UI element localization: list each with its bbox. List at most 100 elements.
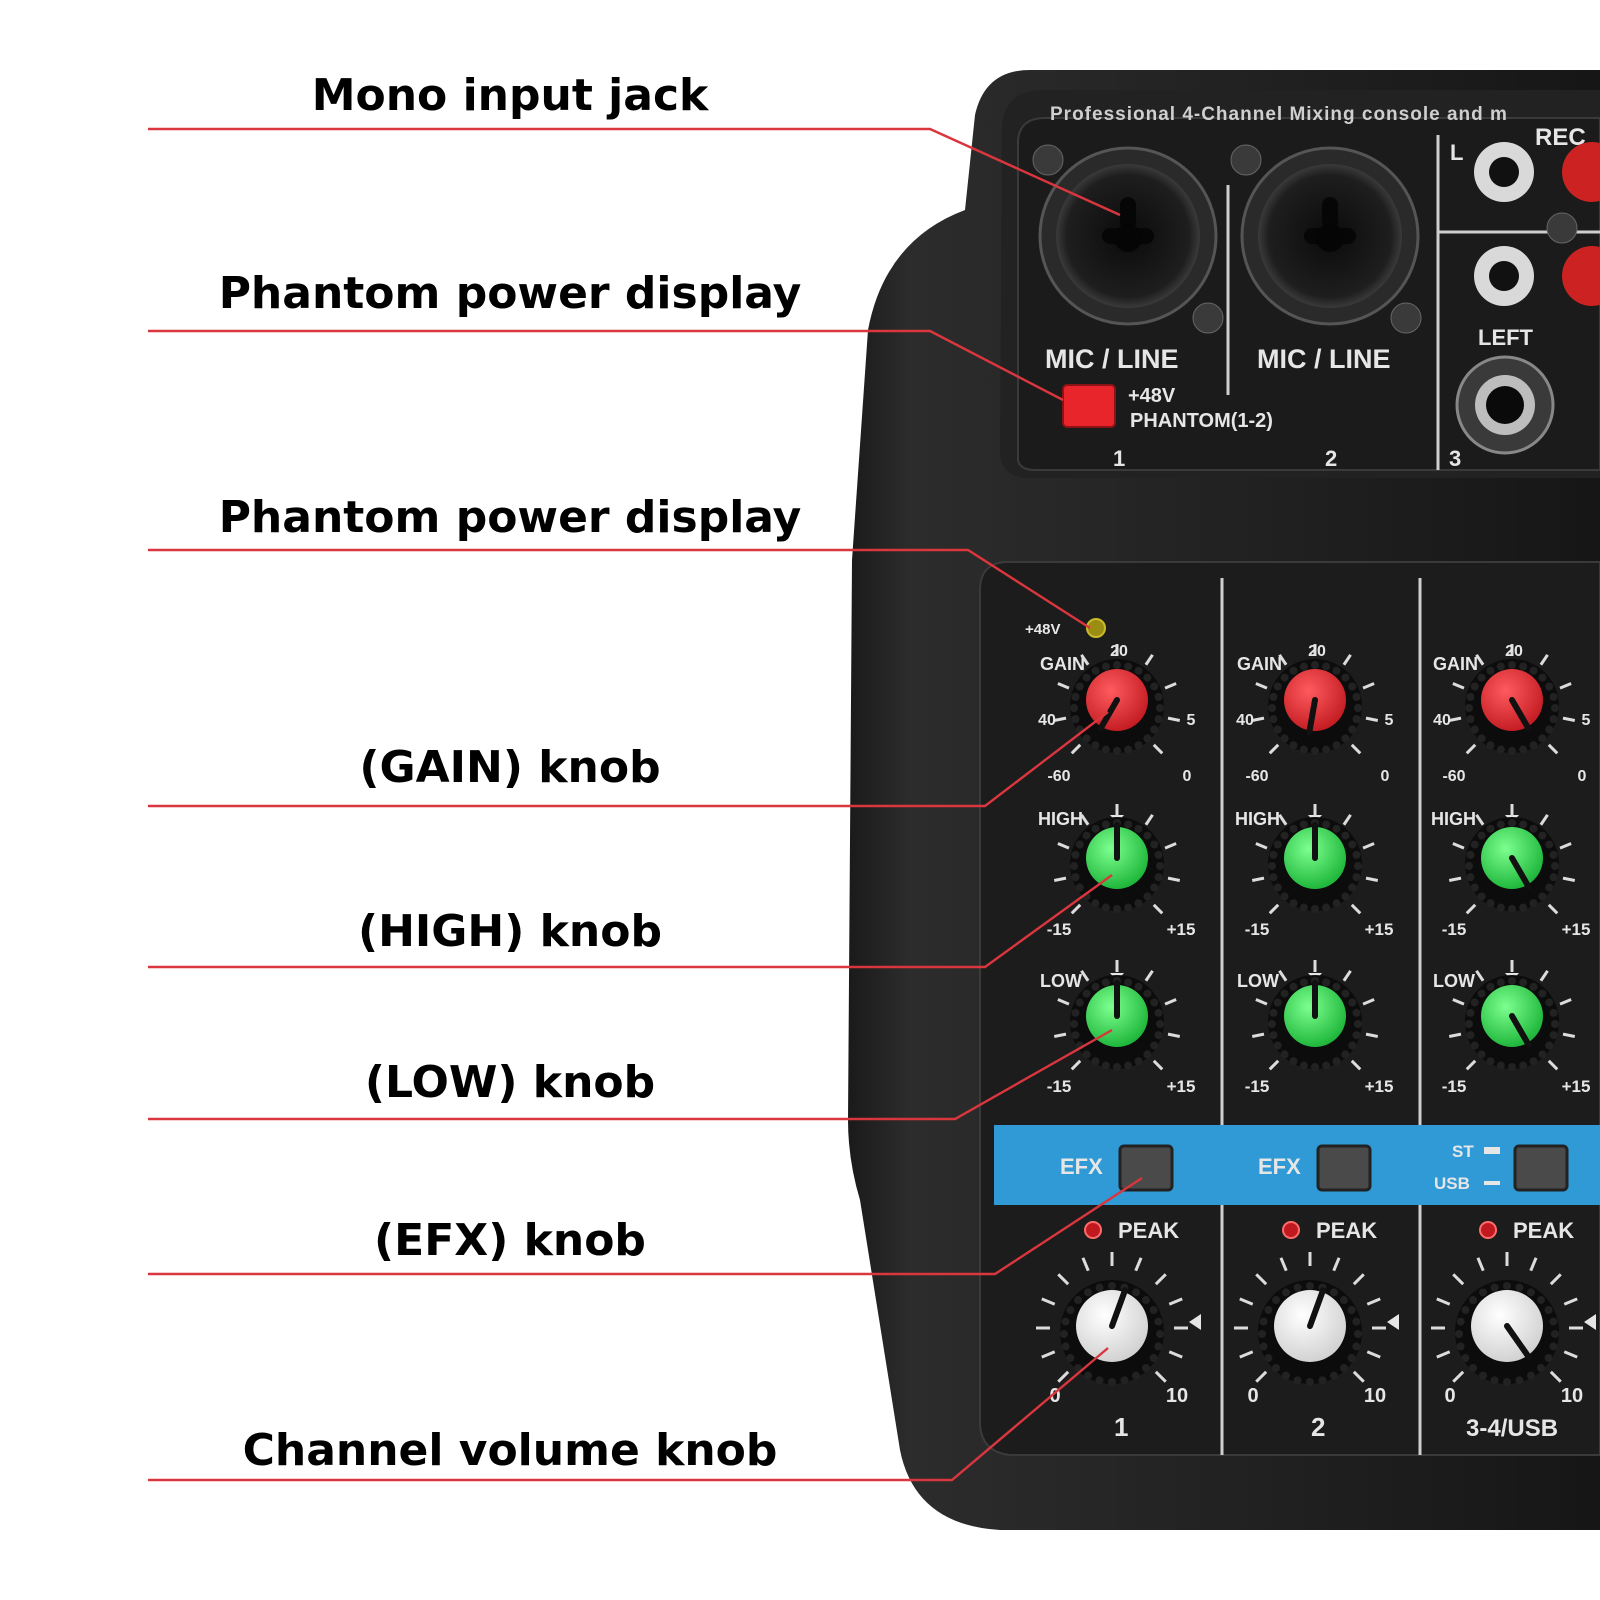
- screw-icon: [1390, 302, 1422, 334]
- high-knob-3[interactable]: [1465, 817, 1559, 913]
- volume-scale-ticks: [1234, 1252, 1386, 1383]
- efx-button-1[interactable]: [1118, 1144, 1174, 1192]
- channel-number: 1: [1114, 1412, 1128, 1442]
- high-scale-ticks: [1251, 804, 1379, 915]
- low-knob-1[interactable]: [1070, 975, 1164, 1071]
- peak-label: PEAK: [1316, 1218, 1377, 1243]
- channel-number: 3-4/USB: [1466, 1415, 1558, 1442]
- unity-marker-icon: [1584, 1314, 1596, 1330]
- xlr-combo-jack-1[interactable]: [1038, 146, 1218, 326]
- leader-channel-volume-knob: [148, 1347, 1109, 1482]
- input-section: MIC / LINE MIC / LINE +48V PHANTOM(1-2) …: [1032, 124, 1600, 471]
- leader-efx-button: [148, 1176, 1143, 1276]
- callout-phantom-power-display: Phantom power display: [219, 268, 802, 319]
- gain-label: GAIN: [1433, 654, 1478, 674]
- rca-jack-rec-right[interactable]: [1562, 142, 1600, 202]
- high-label: HIGH: [1431, 809, 1476, 829]
- screw-icon: [1032, 144, 1064, 176]
- peak-label: PEAK: [1118, 1218, 1179, 1243]
- phantom-voltage-label: +48V: [1128, 385, 1176, 407]
- gain-scale-right: 5: [1385, 712, 1394, 729]
- gain-knob-2[interactable]: [1268, 659, 1362, 755]
- volume-scale-ticks: [1036, 1252, 1188, 1383]
- high-scale-min: -15: [1047, 920, 1072, 939]
- gain-scale-bottom-left: -60: [1245, 768, 1268, 785]
- leader-phantom-power-led: [148, 548, 1091, 630]
- gain-knob-1[interactable]: [1070, 659, 1164, 755]
- gain-scale-ticks: [1251, 644, 1379, 755]
- volume-scale-ticks: [1431, 1252, 1583, 1383]
- phantom-power-led: [1086, 618, 1106, 638]
- input-number-3: 3: [1449, 446, 1461, 471]
- phantom-power-button[interactable]: [1062, 384, 1116, 428]
- gain-scale-bottom-right: 0: [1381, 768, 1390, 785]
- gain-scale-bottom-left: -60: [1442, 768, 1465, 785]
- st-usb-switch[interactable]: [1513, 1144, 1569, 1192]
- volume-scale-max: 10: [1561, 1385, 1583, 1407]
- low-label: LOW: [1433, 971, 1475, 991]
- gain-scale-top: 20: [1110, 643, 1128, 660]
- gain-scale-right: 5: [1582, 712, 1591, 729]
- gain-scale-ticks: [1448, 644, 1576, 755]
- callout-low-knob: (LOW) knob: [365, 1057, 655, 1108]
- volume-knob-1[interactable]: [1060, 1280, 1164, 1386]
- low-scale-ticks: [1251, 960, 1379, 1071]
- volume-scale-min: 0: [1049, 1385, 1060, 1407]
- quarter-inch-jack-left[interactable]: [1455, 355, 1555, 455]
- callout-high-knob: (HIGH) knob: [358, 906, 662, 957]
- efx-label: EFX: [1258, 1154, 1301, 1179]
- phantom-range-label: PHANTOM(1-2): [1130, 410, 1273, 432]
- low-scale-max: +15: [1167, 1077, 1196, 1096]
- rec-l-label: L: [1450, 140, 1463, 165]
- rca-jack-play-left[interactable]: [1474, 246, 1534, 306]
- volume-scale-max: 10: [1166, 1385, 1188, 1407]
- gain-knob-3[interactable]: [1465, 659, 1559, 755]
- screw-icon: [1230, 144, 1262, 176]
- leader-lines: [148, 127, 1143, 1482]
- low-scale-max: +15: [1562, 1077, 1591, 1096]
- efx-button-2[interactable]: [1316, 1144, 1372, 1192]
- low-knob-3[interactable]: [1465, 975, 1559, 1071]
- gain-scale-right: 5: [1187, 712, 1196, 729]
- unity-marker-icon: [1387, 1314, 1399, 1330]
- low-label: LOW: [1040, 971, 1082, 991]
- low-knob-2[interactable]: [1268, 975, 1362, 1071]
- low-scale-ticks: [1448, 960, 1576, 1071]
- volume-knob-2[interactable]: [1258, 1280, 1362, 1386]
- rca-jack-rec-left[interactable]: [1474, 142, 1534, 202]
- high-knob-2[interactable]: [1268, 817, 1362, 913]
- screw-icon: [1546, 212, 1578, 244]
- gain-scale-top: 20: [1505, 643, 1523, 660]
- callout-phantom-power-display-led: Phantom power display: [219, 492, 802, 543]
- leader-gain-knob: [148, 711, 1109, 808]
- screw-icon: [1192, 302, 1224, 334]
- callout-gain-knob: (GAIN) knob: [359, 742, 660, 793]
- high-label: HIGH: [1038, 809, 1083, 829]
- peak-led-1: [1084, 1221, 1102, 1239]
- leader-mono-input-jack: [148, 127, 1121, 217]
- callout-channel-volume-knob: Channel volume knob: [243, 1425, 778, 1476]
- st-label: ST: [1452, 1142, 1474, 1161]
- led-48v-label: +48V: [1025, 621, 1060, 638]
- peak-led-2: [1282, 1221, 1300, 1239]
- channel-number: 2: [1311, 1412, 1325, 1442]
- high-knob-1[interactable]: [1070, 817, 1164, 913]
- rca-jack-play-right[interactable]: [1562, 246, 1600, 306]
- header-text: Professional 4-Channel Mixing console an…: [1050, 104, 1508, 125]
- gain-scale-left: 40: [1236, 712, 1254, 729]
- low-scale-min: -15: [1245, 1077, 1270, 1096]
- high-scale-max: +15: [1562, 920, 1591, 939]
- volume-knob-3[interactable]: [1455, 1280, 1559, 1386]
- high-scale-ticks: [1053, 804, 1181, 915]
- mic-line-label-2: MIC / LINE: [1257, 344, 1391, 374]
- high-scale-min: -15: [1442, 920, 1467, 939]
- peak-led-3: [1479, 1221, 1497, 1239]
- input-number-2: 2: [1325, 446, 1337, 471]
- unity-marker-icon: [1189, 1314, 1201, 1330]
- efx-band: [994, 1125, 1600, 1205]
- xlr-combo-jack-2[interactable]: [1240, 146, 1420, 326]
- mic-line-label-1: MIC / LINE: [1045, 344, 1179, 374]
- callout-labels: Mono input jack Phantom power display Ph…: [219, 70, 802, 1476]
- usb-label: USB: [1434, 1174, 1470, 1193]
